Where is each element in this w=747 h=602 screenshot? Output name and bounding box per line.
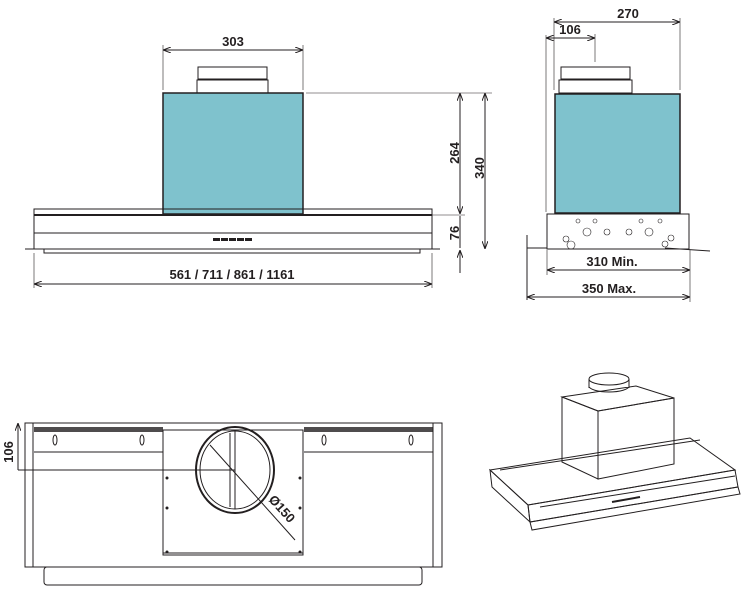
bottom-strip (43, 248, 421, 254)
plate-screws (165, 476, 302, 554)
iso-box-top (560, 385, 675, 412)
front-view: 303 561 / 711 / 861 / 1161 264 76 340 (25, 34, 492, 288)
dim-max: 350 Max. (582, 281, 636, 296)
dim-min: 310 Min. (586, 254, 637, 269)
duct-collar-bottom (196, 79, 269, 94)
dim-bottom-offset: 106 (1, 441, 16, 463)
handle (664, 247, 711, 252)
iso-tray-front (527, 469, 739, 523)
iso-tray-top (488, 437, 737, 506)
bottom-view: 106 Ø150 (1, 422, 443, 586)
dim-motor-width: 303 (222, 34, 244, 49)
iso-box-front (597, 397, 675, 480)
dim-panel-height: 76 (447, 226, 462, 240)
side-duct-bottom (558, 79, 633, 94)
bottom-tray (43, 566, 423, 586)
dim-duct-diameter: Ø150 (266, 492, 298, 526)
iso-tray-side (489, 468, 531, 524)
dim-depth: 270 (617, 6, 639, 21)
dim-total-height: 340 (472, 157, 487, 179)
motor-plate (162, 429, 304, 556)
side-view: 270 106 310 Min. 350 Max. (526, 6, 711, 302)
bottom-outer-frame (24, 422, 443, 568)
iso-bottom-lip (529, 486, 741, 531)
side-duct-top (560, 66, 631, 80)
motor-housing (162, 92, 304, 215)
duct-collar-top (197, 66, 268, 80)
control-buttons (213, 238, 252, 241)
front-panel (33, 214, 433, 250)
dim-motor-height: 264 (447, 141, 462, 163)
mounting-holes (562, 218, 675, 250)
dim-overall-width: 561 / 711 / 861 / 1161 (169, 267, 294, 282)
side-panel (546, 213, 690, 250)
dim-duct-offset: 106 (559, 22, 581, 37)
side-motor-housing (554, 93, 681, 214)
isometric-view (488, 372, 741, 531)
keyhole-hooks (52, 434, 414, 446)
